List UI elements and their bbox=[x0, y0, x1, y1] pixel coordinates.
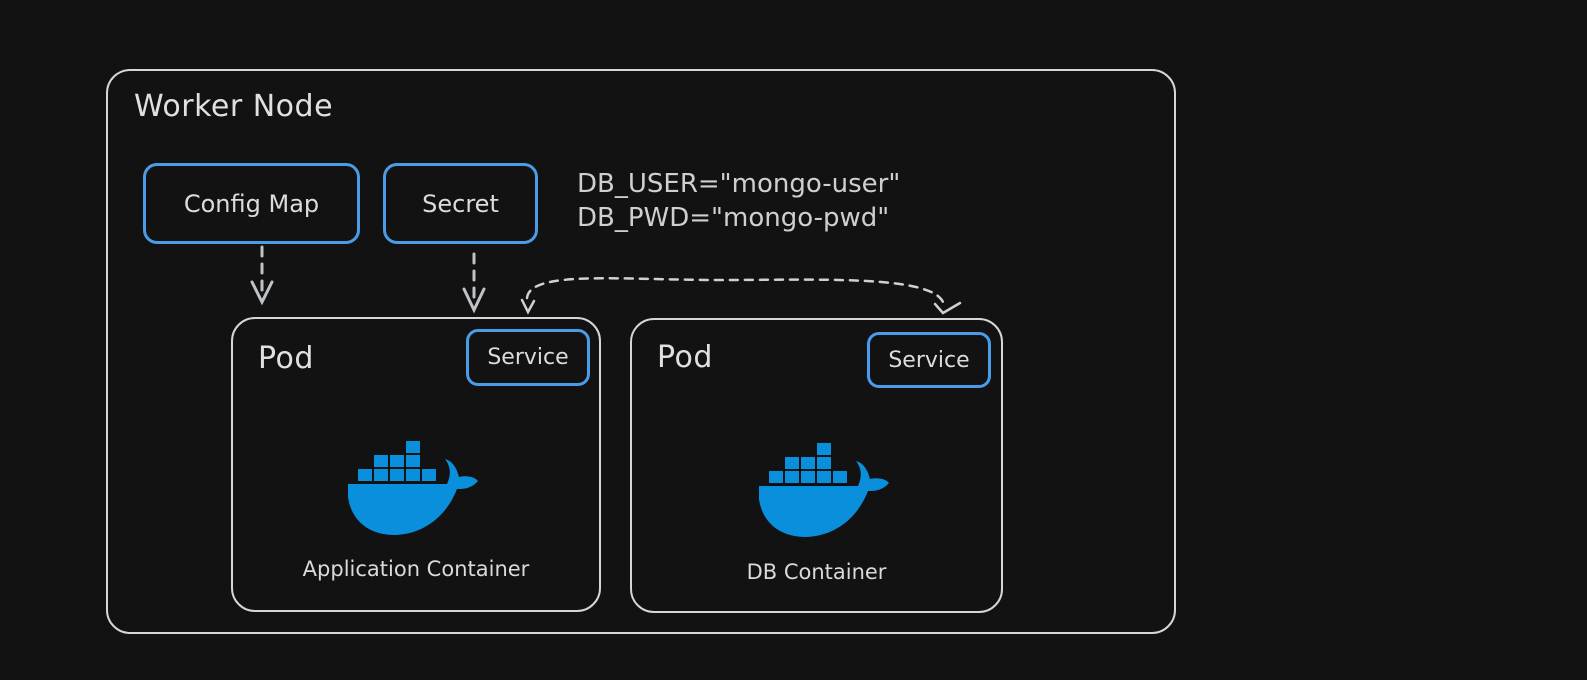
pod-application[interactable]: Pod Service Application Container bbox=[231, 317, 601, 612]
secret-label: Secret bbox=[422, 189, 499, 218]
docker-whale-icon bbox=[759, 443, 889, 537]
service-box[interactable]: Service bbox=[867, 332, 991, 388]
worker-node: Worker Node bbox=[106, 69, 1176, 634]
secret-box[interactable]: Secret bbox=[383, 163, 538, 244]
service-label: Service bbox=[888, 347, 970, 373]
service-label: Service bbox=[487, 345, 569, 370]
service-link-arrow bbox=[525, 277, 945, 304]
env-var-db-pwd: DB_PWD="mongo-pwd" bbox=[577, 203, 890, 233]
service-link-arrowhead-left bbox=[520, 298, 536, 315]
config-map-box[interactable]: Config Map bbox=[143, 163, 360, 244]
service-box[interactable]: Service bbox=[466, 329, 590, 386]
config-map-arrowhead bbox=[250, 280, 274, 306]
container-label: DB Container bbox=[746, 560, 887, 584]
pod-db[interactable]: Pod Service DB Container bbox=[630, 318, 1003, 613]
pod-title: Pod bbox=[258, 341, 314, 376]
service-link-arrowhead-right bbox=[933, 301, 962, 315]
pod-title: Pod bbox=[657, 340, 713, 375]
config-map-label: Config Map bbox=[183, 189, 320, 218]
docker-whale-icon bbox=[348, 441, 478, 535]
secret-arrowhead bbox=[462, 287, 486, 314]
env-vars: DB_USER="mongo-user" DB_PWD="mongo-pwd" bbox=[577, 167, 900, 235]
env-var-db-user: DB_USER="mongo-user" bbox=[577, 169, 901, 199]
container-label: Application Container bbox=[302, 557, 530, 581]
worker-node-title: Worker Node bbox=[134, 89, 334, 124]
